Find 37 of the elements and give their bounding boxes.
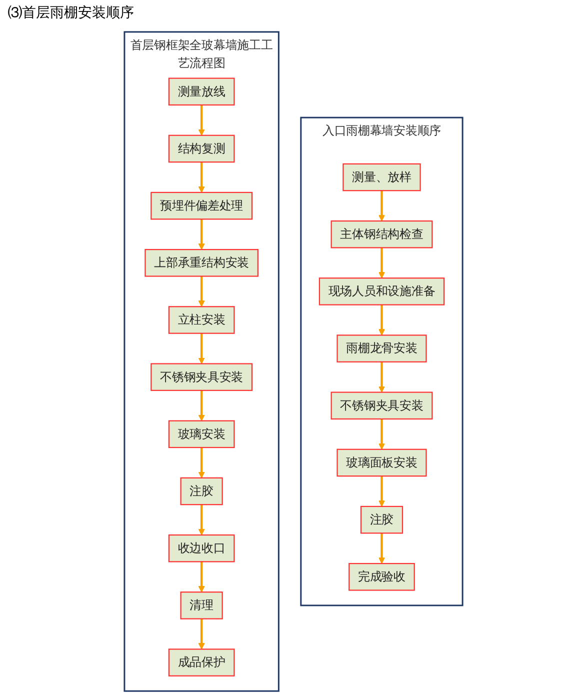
arrow [378,476,385,507]
arrow [198,276,205,307]
arrow [198,504,205,536]
node-box: 不锈钢夹具安装 [330,392,433,420]
node-box: 完成验收 [348,562,415,591]
arrow [198,390,205,422]
node-box: 成品保护 [168,648,235,676]
node-box: 测量、放样 [342,163,421,192]
node-box: 玻璃安装 [168,420,235,448]
arrow [198,162,205,193]
node-box: 雨棚龙骨安装 [336,334,427,362]
arrow [378,248,385,278]
arrow [378,418,385,450]
arrow [198,219,205,250]
node-box: 注胶 [360,506,404,534]
node-box: 收边收口 [168,534,235,562]
node-box: 结构复测 [168,134,235,163]
node-box: 注胶 [180,477,223,506]
node-box: 清理 [180,592,223,620]
arrow [378,190,385,222]
node-box: 上部承重结构安装 [144,248,258,277]
arrow [378,362,385,393]
arrow [378,304,385,336]
arrow [198,448,205,478]
node-box: 主体钢结构检查 [330,220,433,248]
node-box: 现场人员和设施准备 [318,278,445,306]
arrow [198,562,205,592]
node-box: 玻璃面板安装 [336,448,427,477]
arrow [198,104,205,136]
arrow [198,333,205,364]
arrow [198,618,205,650]
node-box: 预埋件偏差处理 [150,192,253,220]
node-box: 不锈钢夹具安装 [150,363,253,391]
arrow [378,533,385,564]
section-heading: ⑶首层雨棚安装顺序 [8,4,134,22]
node-box: 立柱安装 [168,306,235,334]
node-box: 测量放线 [168,78,235,106]
